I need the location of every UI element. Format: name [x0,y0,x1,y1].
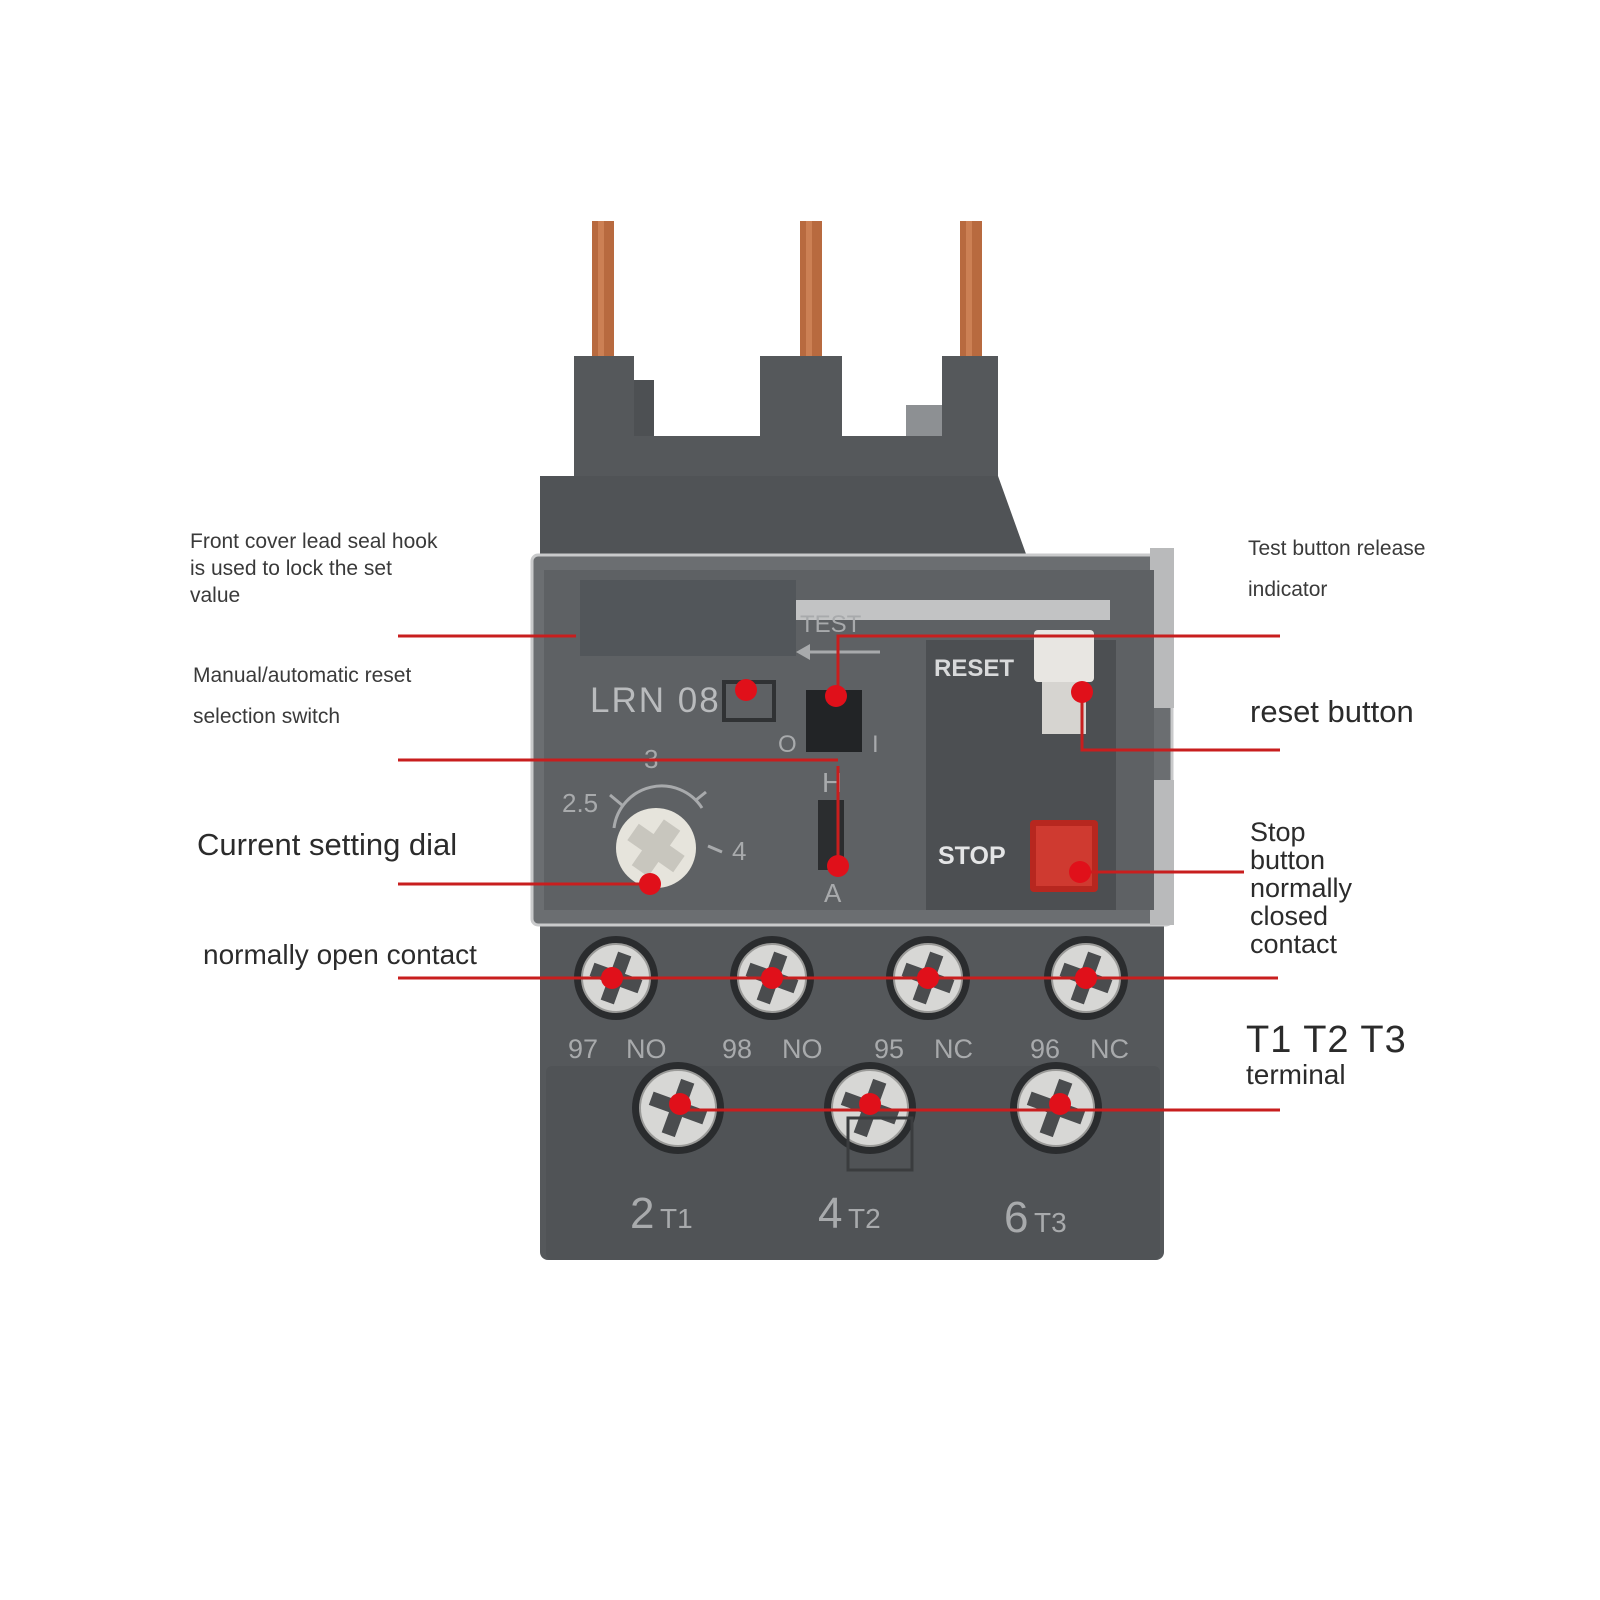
main-label-t1-num: 2 [630,1189,654,1238]
callout-seal-line-1: Front cover lead seal hook [190,530,438,553]
dial-min-label: 2.5 [562,788,598,818]
leader-reset-button [1080,692,1280,752]
callout-stop-line-2: button [1250,845,1326,875]
marker-dot-3 [1071,681,1093,703]
current-setting-dial[interactable] [609,784,723,888]
callout-stop-button: Stop button normally closed contact [1250,818,1352,958]
main-label-t3-sub: T3 [1034,1207,1067,1238]
marker-dot-7 [601,967,623,989]
aux-label-95-type: NC [934,1034,973,1064]
aux-label-96-type: NC [1090,1034,1129,1064]
reset-button[interactable] [1034,630,1094,682]
callout-terminal: terminal [1246,1059,1346,1090]
callout-seal-hook: Front cover lead seal hook is used to lo… [190,528,437,609]
callout-reset-switch-line-1: Manual/automatic reset [193,664,412,687]
copper-pins [592,221,982,361]
aux-label-97-type: NO [626,1034,667,1064]
marker-dot-9 [917,967,939,989]
marker-dot-1 [735,679,757,701]
marker-dot-8 [761,967,783,989]
callout-reset-button: reset button [1250,694,1414,729]
main-label-t3-num: 6 [1004,1193,1028,1242]
reset-label: RESET [934,655,1014,682]
model-label: LRN 08 [590,681,721,720]
callout-test-line-1: Test button release [1248,537,1426,560]
marker-dot-13 [1049,1093,1071,1115]
main-label-t1-sub: T1 [660,1203,693,1234]
aux-label-98-type: NO [782,1034,823,1064]
marker-dot-6 [827,855,849,877]
callout-test-line-2: indicator [1248,578,1328,601]
callout-reset-switch: Manual/automatic reset selection switch [193,655,411,737]
marker-dot-2 [825,685,847,707]
label-patch [580,580,796,656]
callout-test-indicator: Test button release indicator [1248,528,1425,610]
callout-current-dial: Current setting dial [197,827,458,862]
upper-housing [540,356,1030,565]
main-label-t2-num: 4 [818,1189,842,1238]
mode-a-label: A [824,878,842,908]
callout-normally-open-contact: normally open contact [203,939,477,970]
callout-stop-line-3: normally [1250,873,1353,903]
dial-max-label: 4 [732,836,746,866]
main-terminal-labels: 2 T1 4 T2 6 T3 [630,1189,1067,1242]
callout-stop-line-5: contact [1250,929,1338,959]
aux-label-96-num: 96 [1030,1034,1060,1064]
marker-dot-10 [1075,967,1097,989]
main-label-t2-sub: T2 [848,1203,881,1234]
callout-seal-line-2: is used to lock the set [190,557,392,580]
marker-dot-12 [859,1093,881,1115]
aux-label-95-num: 95 [874,1034,904,1064]
callout-reset-switch-line-2: selection switch [193,705,341,728]
aux-label-98-num: 98 [722,1034,752,1064]
aux-label-97-num: 97 [568,1034,598,1064]
marker-dot-5 [1069,861,1091,883]
stop-label: STOP [938,842,1006,870]
leader-test-indicator [836,634,1280,696]
callout-stop-line-1: Stop [1250,817,1306,847]
test-label: TEST [800,611,862,638]
switch-i-label: I [872,731,879,758]
markers [601,679,1097,1115]
leader-lines [398,634,1280,1112]
marker-dot-4 [639,873,661,895]
callout-stop-line-4: closed [1250,901,1329,931]
aux-terminal-labels: 97 NO 98 NO 95 NC 96 NC [568,1034,1129,1064]
switch-o-label: O [778,731,797,758]
marker-dot-11 [669,1093,691,1115]
callout-terminal-names: T1 T2 T3 [1246,1019,1407,1061]
callout-seal-line-3: value [190,584,241,607]
